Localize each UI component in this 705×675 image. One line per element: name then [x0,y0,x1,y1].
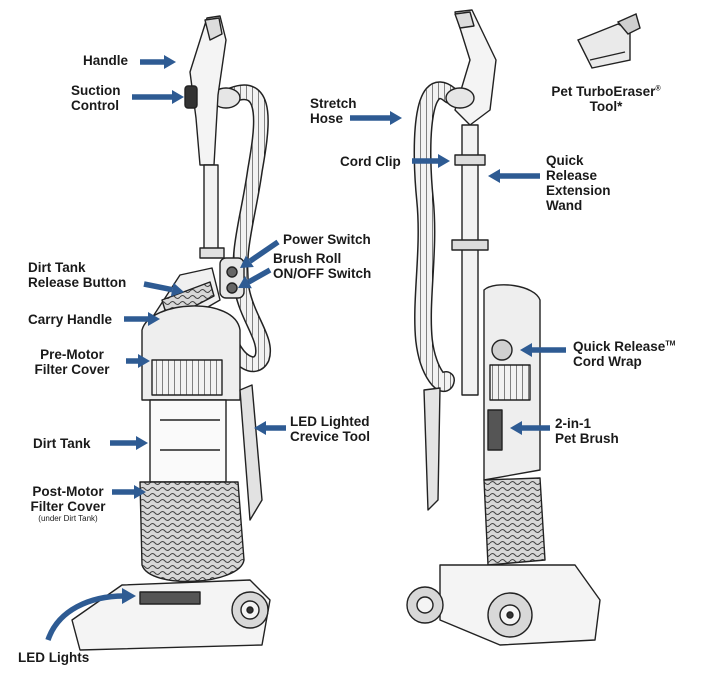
callout-arrows [45,55,566,641]
label-pre-motor-line1: Pre-Motor [40,347,104,362]
arrow-brush-roll-shaft [247,267,272,285]
arrow-dirt-tank-release-shaft [143,281,173,293]
label-pre-motor-line2: Filter Cover [34,362,110,377]
label-stretch-hose-line2: Hose [310,111,344,126]
left-vacuum [71,15,272,651]
arrow-led-crevice [254,421,266,435]
label-cord-wrap-line2: Cord Wrap [573,354,642,369]
arrow-carry-handle [148,312,160,326]
label-brush-roll-line2: ON/OFF Switch [273,266,372,281]
label-wand-line4: Wand [546,198,583,213]
label-brush-roll-switch: Brush Roll ON/OFF Switch [273,251,371,281]
label-dirt-tank: Dirt Tank [33,436,91,451]
label-carry-handle: Carry Handle [28,312,113,327]
arrow-suction-control [172,90,184,104]
label-pet-brush-line2: Pet Brush [555,431,619,446]
label-handle: Handle [83,53,129,68]
label-suction-control-line2: Control [71,98,119,113]
label-dirt-tank-release-button: Dirt Tank Release Button [28,260,126,290]
label-stretch-hose: Stretch Hose [310,96,357,126]
arrow-pre-motor [138,354,150,368]
label-quick-release-extension-wand: Quick Release Extension Wand [546,153,611,213]
label-cord-wrap-tm: TM [665,340,676,348]
arrow-dirt-tank-release [170,282,184,297]
label-pet-turboeraser-tool: Pet TurboEraser® Tool* [536,84,676,114]
label-wand-line1: Quick [546,153,584,168]
label-post-motor-filter-cover: Post-Motor Filter Cover (under Dirt Tank… [14,484,122,524]
label-stretch-hose-line1: Stretch [310,96,357,111]
label-quick-release-cord-wrap: Quick ReleaseTM Cord Wrap [573,339,675,369]
label-suction-control: Suction Control [71,83,121,113]
label-power-switch: Power Switch [283,232,371,247]
label-wand-line3: Extension [546,183,611,198]
label-pet-tool-line2: Tool* [589,99,623,114]
label-pre-motor-filter-cover: Pre-Motor Filter Cover [18,347,126,377]
label-post-motor-line1: Post-Motor [32,484,104,499]
arrow-led-lights [122,588,136,604]
label-pet-tool-line1: Pet TurboEraser [551,84,656,99]
label-wand-line2: Release [546,168,598,183]
label-dirt-tank-release-line1: Dirt Tank [28,260,86,275]
label-led-crevice-line1: LED Lighted [290,414,370,429]
label-pet-tool-reg: ® [655,85,661,93]
arrow-brush-roll [238,276,252,289]
arrow-led-lights-shaft [45,593,125,641]
arrow-cord-clip [438,154,450,168]
label-post-motor-note: (under Dirt Tank) [38,514,98,523]
label-cord-wrap-line1: Quick Release [573,339,666,354]
pet-turboeraser-tool-illustration [577,13,641,69]
arrow-post-motor [134,485,146,499]
arrow-pet-brush [510,421,522,435]
label-dirt-tank-release-line2: Release Button [28,275,127,290]
label-post-motor-line2: Filter Cover [30,499,106,514]
arrow-dirt-tank [136,436,148,450]
arrow-cord-wrap [520,343,532,357]
label-cord-clip: Cord Clip [340,154,401,169]
label-led-lighted-crevice-tool: LED Lighted Crevice Tool [290,414,370,444]
right-vacuum [406,9,601,646]
arrow-stretch-hose [390,111,402,125]
arrow-power-switch [240,255,254,268]
label-brush-roll-line1: Brush Roll [273,251,342,266]
arrow-wand [488,169,500,183]
arrow-power-switch-shaft [248,239,280,264]
label-led-crevice-line2: Crevice Tool [290,429,371,444]
arrow-handle [164,55,176,69]
label-2in1-pet-brush: 2-in-1 Pet Brush [555,416,619,446]
label-led-lights: LED Lights [18,650,90,665]
label-pet-brush-line1: 2-in-1 [555,416,592,431]
label-suction-control-line1: Suction [71,83,121,98]
